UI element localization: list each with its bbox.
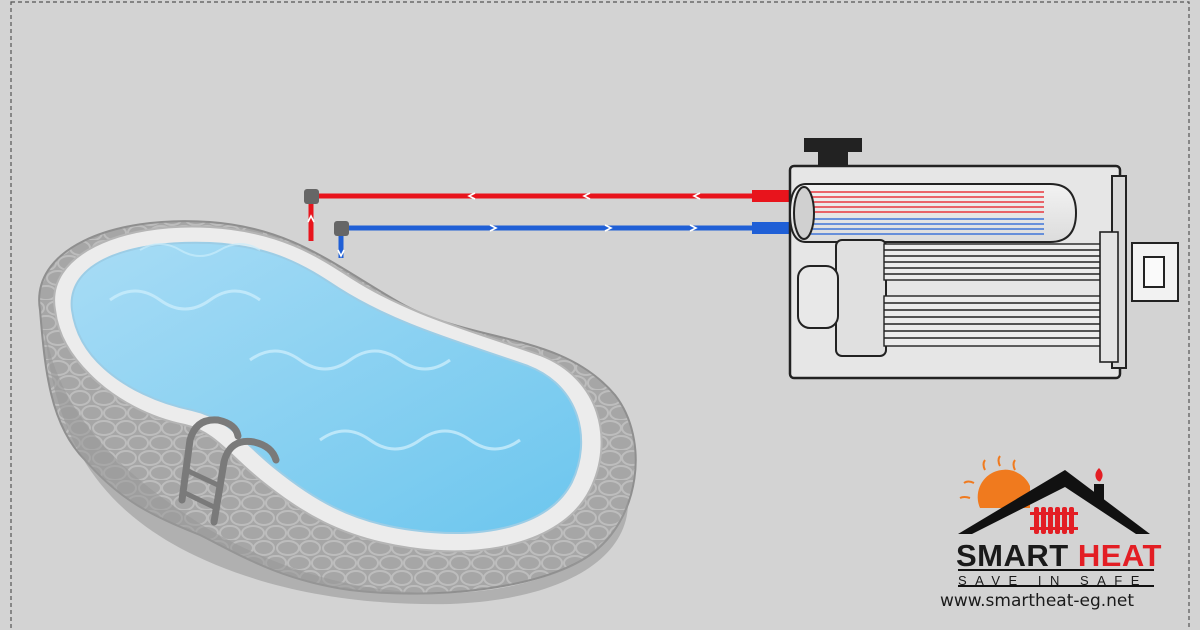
brand-divider-top [958, 569, 1154, 571]
brand-tagline: SAVE IN SAFE [958, 573, 1148, 588]
hot-flow-arrows [307, 192, 701, 223]
brand-name-part2: HEAT [1077, 538, 1162, 573]
dashed-frame [10, 1, 1190, 630]
house-sun-radiator-icon [958, 455, 1154, 587]
pool-stone-shade [45, 330, 629, 605]
heater-port [797, 265, 839, 329]
heater-fins-lower [883, 295, 1103, 347]
tank-end-left [793, 186, 815, 240]
cold-pipe-elbow [334, 221, 349, 236]
hot-water-pipe [304, 189, 792, 241]
cold-water-pipe [334, 221, 792, 258]
chimney-icon [1094, 484, 1104, 506]
brand-name-part1: SMART [956, 538, 1078, 573]
water-ripple [109, 289, 261, 311]
cold-flow-arrows [337, 224, 698, 258]
brand-divider-bottom [958, 585, 1154, 587]
heater-fins-upper [883, 243, 1103, 281]
sun-rays-icon [959, 455, 1016, 499]
swimming-pool [38, 220, 637, 605]
heater-tank [788, 183, 1078, 243]
heat-exchanger-icon [788, 138, 1179, 380]
water-ripple [139, 243, 261, 257]
cold-pipe-connector [752, 222, 792, 234]
water-ripple [319, 429, 521, 451]
chimney-flame-icon [1095, 468, 1103, 482]
radiator-icon [1030, 507, 1078, 534]
hot-pipe-connector [752, 190, 792, 202]
water-ripple [249, 349, 451, 371]
brand-name: SMART HEAT [956, 538, 1196, 574]
tank-cold-coils [808, 218, 1044, 235]
heater-cap [804, 138, 862, 152]
heater-cap-neck [818, 150, 848, 168]
brand-url[interactable]: www.smartheat-eg.net [940, 591, 1135, 611]
sun-icon [977, 469, 1030, 508]
heater-inner-frame [835, 239, 887, 357]
heater-fin-bracket [1099, 231, 1119, 363]
tank-hot-coils [808, 191, 1044, 213]
pool-ladder-icon [178, 416, 280, 526]
roof-icon [958, 470, 1150, 534]
heater-control-display [1143, 256, 1165, 288]
hot-pipe-elbow [304, 189, 319, 204]
